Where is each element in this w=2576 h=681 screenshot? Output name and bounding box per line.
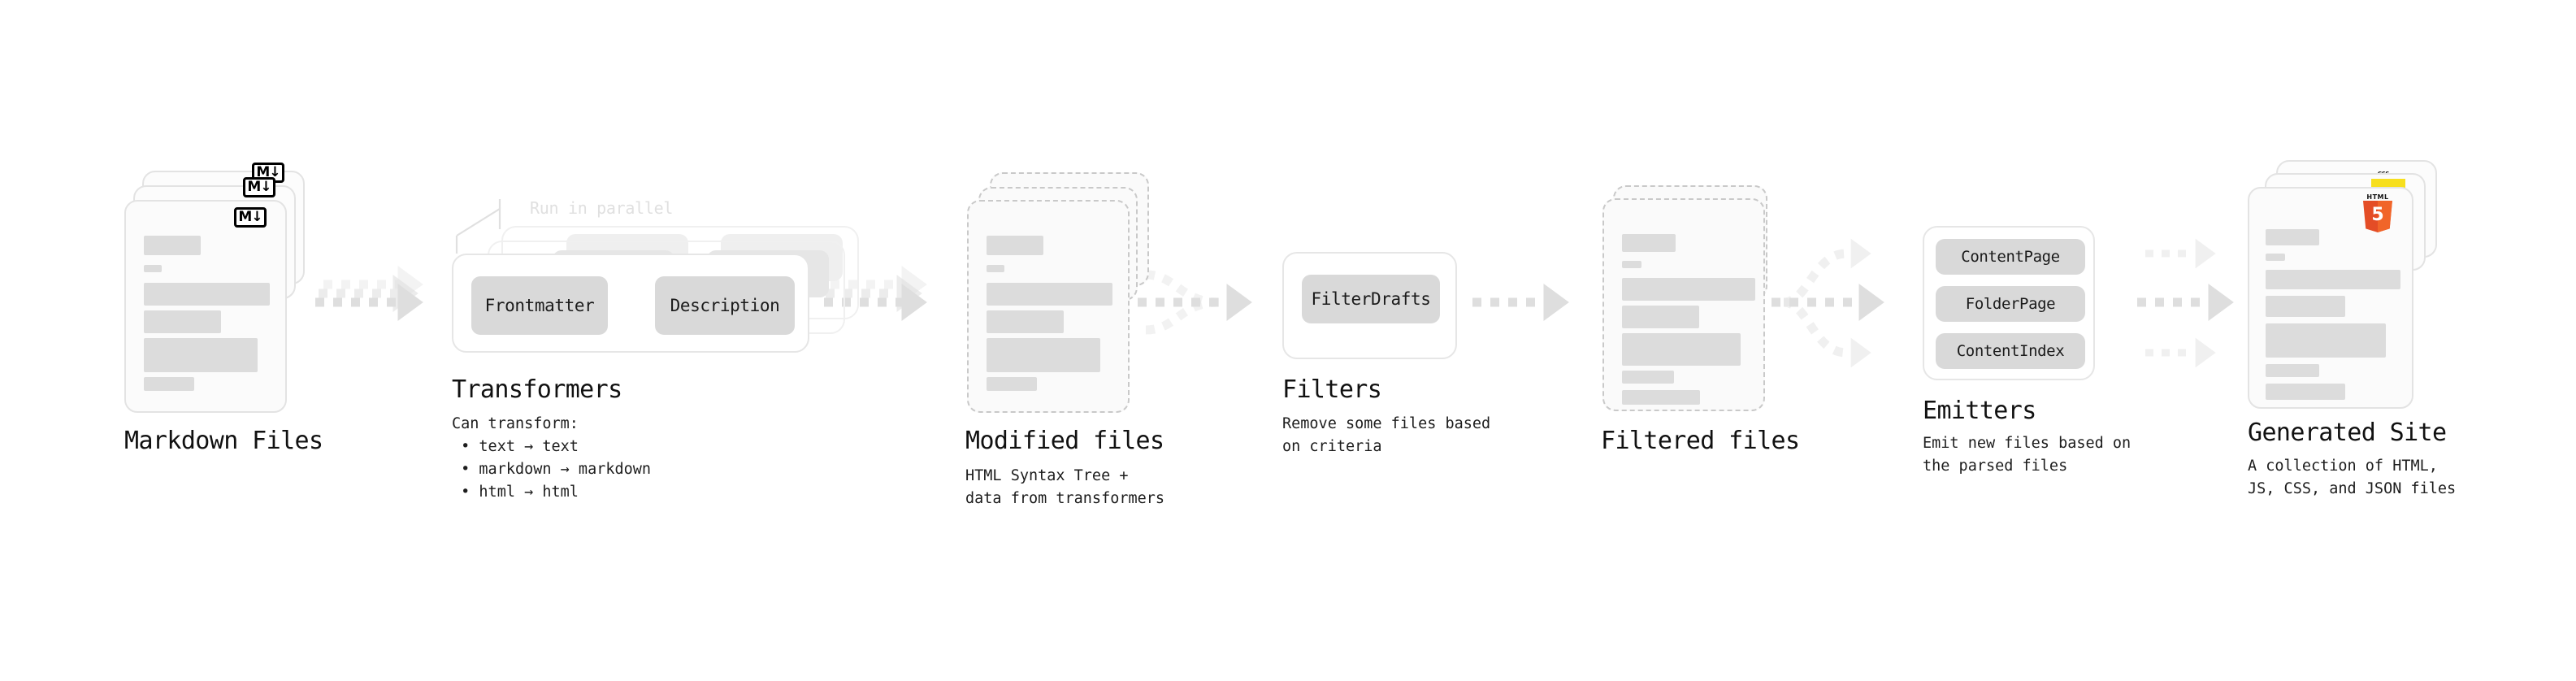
doc-bar xyxy=(144,310,221,333)
doc-bar xyxy=(144,338,258,372)
markdown-card-front xyxy=(124,200,287,413)
doc-bar xyxy=(2266,323,2386,358)
stage-title-emitters: Emitters xyxy=(1923,397,2036,425)
transformer-chip-frontmatter[interactable]: Frontmatter xyxy=(471,276,608,335)
doc-bar xyxy=(987,283,1112,306)
stage-title-transformers: Transformers xyxy=(452,375,622,404)
doc-bar xyxy=(144,283,270,306)
filtered-card-front xyxy=(1602,198,1765,411)
emitters-panel: ContentPage FolderPage ContentIndex xyxy=(1923,226,2095,380)
html5-badge-label: HTML xyxy=(2366,193,2389,201)
stage-title-filtered-files: Filtered files xyxy=(1601,427,1800,455)
stage-title-modified-files: Modified files xyxy=(965,427,1164,455)
doc-bar xyxy=(1622,371,1674,384)
stage-subtitle-modified-files: HTML Syntax Tree + data from transformer… xyxy=(965,467,1165,507)
doc-bar xyxy=(987,338,1100,372)
stage-title-filters: Filters xyxy=(1282,375,1382,404)
arrow-filtered-to-emitters xyxy=(1772,238,1884,368)
emitter-chip-contentindex[interactable]: ContentIndex xyxy=(1936,333,2085,369)
doc-bar xyxy=(1622,390,1700,405)
arrow-markdown-to-transformers xyxy=(315,266,423,321)
run-in-parallel-label: Run in parallel xyxy=(530,198,674,218)
stage-subtitle-emitters: Emit new files based on the parsed files xyxy=(1923,435,2131,475)
doc-bar xyxy=(2266,229,2319,245)
markdown-badge-front: M↓ xyxy=(234,207,267,228)
doc-bar xyxy=(2266,384,2345,400)
doc-bar xyxy=(2266,364,2319,377)
emitter-chip-contentpage[interactable]: ContentPage xyxy=(1936,239,2085,275)
emitter-chip-folderpage[interactable]: FolderPage xyxy=(1936,286,2085,322)
doc-bar xyxy=(144,265,162,272)
transformer-chip-description[interactable]: Description xyxy=(655,276,795,335)
stage-subtitle-filters: Remove some files based on criteria xyxy=(1282,415,1491,455)
doc-bar xyxy=(1622,278,1755,301)
doc-bar xyxy=(144,236,201,255)
filters-panel: FilterDrafts xyxy=(1282,252,1457,359)
modified-card-front xyxy=(967,200,1130,413)
doc-bar xyxy=(1622,333,1741,366)
stage-subtitle-transformers: Can transform: • text → text • markdown … xyxy=(452,415,652,501)
doc-bar xyxy=(987,265,1004,272)
doc-bar xyxy=(2266,296,2345,317)
doc-bar xyxy=(987,310,1064,333)
filter-chip-filterdrafts[interactable]: FilterDrafts xyxy=(1302,275,1440,323)
arrow-filters-to-filtered xyxy=(1472,284,1569,321)
stage-title-generated-site: Generated Site xyxy=(2248,419,2447,447)
doc-bar xyxy=(987,236,1043,255)
html5-badge-shield xyxy=(2363,201,2392,232)
arrow-emitters-to-site xyxy=(2137,238,2234,368)
doc-bar xyxy=(2266,254,2285,261)
stage-subtitle-generated-site: A collection of HTML, JS, CSS, and JSON … xyxy=(2248,458,2457,497)
transformers-panel-front: Frontmatter Description xyxy=(452,254,809,353)
doc-bar xyxy=(144,377,194,391)
stage-title-markdown-files: Markdown Files xyxy=(124,427,323,455)
doc-bar xyxy=(987,377,1037,391)
html5-badge: HTML xyxy=(2361,193,2395,232)
doc-bar xyxy=(1622,234,1676,252)
arrow-modified-to-filters xyxy=(1138,270,1252,335)
doc-bar xyxy=(2266,270,2400,289)
doc-bar xyxy=(1622,306,1699,328)
markdown-badge-mid: M↓ xyxy=(243,177,275,197)
doc-bar xyxy=(1622,261,1641,268)
